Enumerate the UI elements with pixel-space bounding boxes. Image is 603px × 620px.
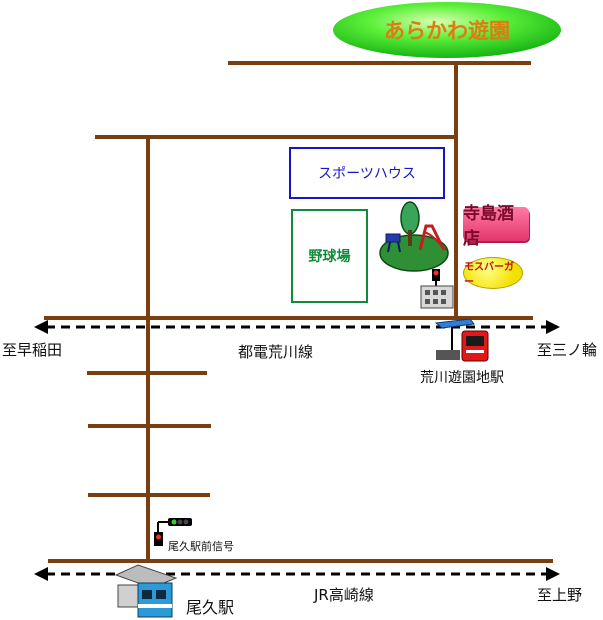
tram-east-label: 至三ノ輪 bbox=[537, 341, 598, 359]
tram-line-label: 都電荒川線 bbox=[238, 343, 314, 361]
tram-arrow-west bbox=[34, 320, 48, 334]
sake-shop-label: 寺島酒店 bbox=[463, 204, 514, 249]
burger-shop-sign: モスバーガー bbox=[463, 257, 523, 289]
jr-east-label: 至上野 bbox=[537, 586, 583, 604]
tram-line bbox=[34, 320, 560, 334]
oku-signal-label: 尾久駅前信号 bbox=[168, 540, 234, 553]
oku-station-icon bbox=[114, 564, 178, 618]
tram-west-label: 至早稲田 bbox=[2, 341, 63, 359]
jr-line-label: JR高崎線 bbox=[314, 586, 374, 604]
burger-shop-label: モスバーガー bbox=[464, 262, 514, 288]
playground-icon bbox=[379, 201, 449, 272]
tram-station-icon bbox=[434, 318, 489, 362]
jr-arrow-east bbox=[546, 567, 560, 581]
roads bbox=[44, 61, 553, 563]
sake-shop-sign: 寺島酒店 bbox=[463, 204, 529, 249]
tram-station-label: 荒川遊園地駅 bbox=[420, 370, 504, 386]
tram-station-building-icon bbox=[420, 285, 454, 309]
sports-house: スポーツハウス bbox=[289, 147, 445, 199]
baseball-field: 野球場 bbox=[291, 209, 368, 303]
park-ellipse bbox=[333, 2, 561, 58]
jr-arrow-west bbox=[34, 567, 48, 581]
jr-line bbox=[34, 567, 560, 581]
sports-house-label: スポーツハウス bbox=[318, 166, 416, 182]
baseball-field-label: 野球場 bbox=[308, 249, 351, 265]
oku-signal-icon bbox=[154, 518, 192, 546]
oku-station-label: 尾久駅 bbox=[186, 598, 235, 617]
park-title: あらかわ遊園 bbox=[384, 19, 510, 43]
tram-arrow-east bbox=[546, 320, 560, 334]
